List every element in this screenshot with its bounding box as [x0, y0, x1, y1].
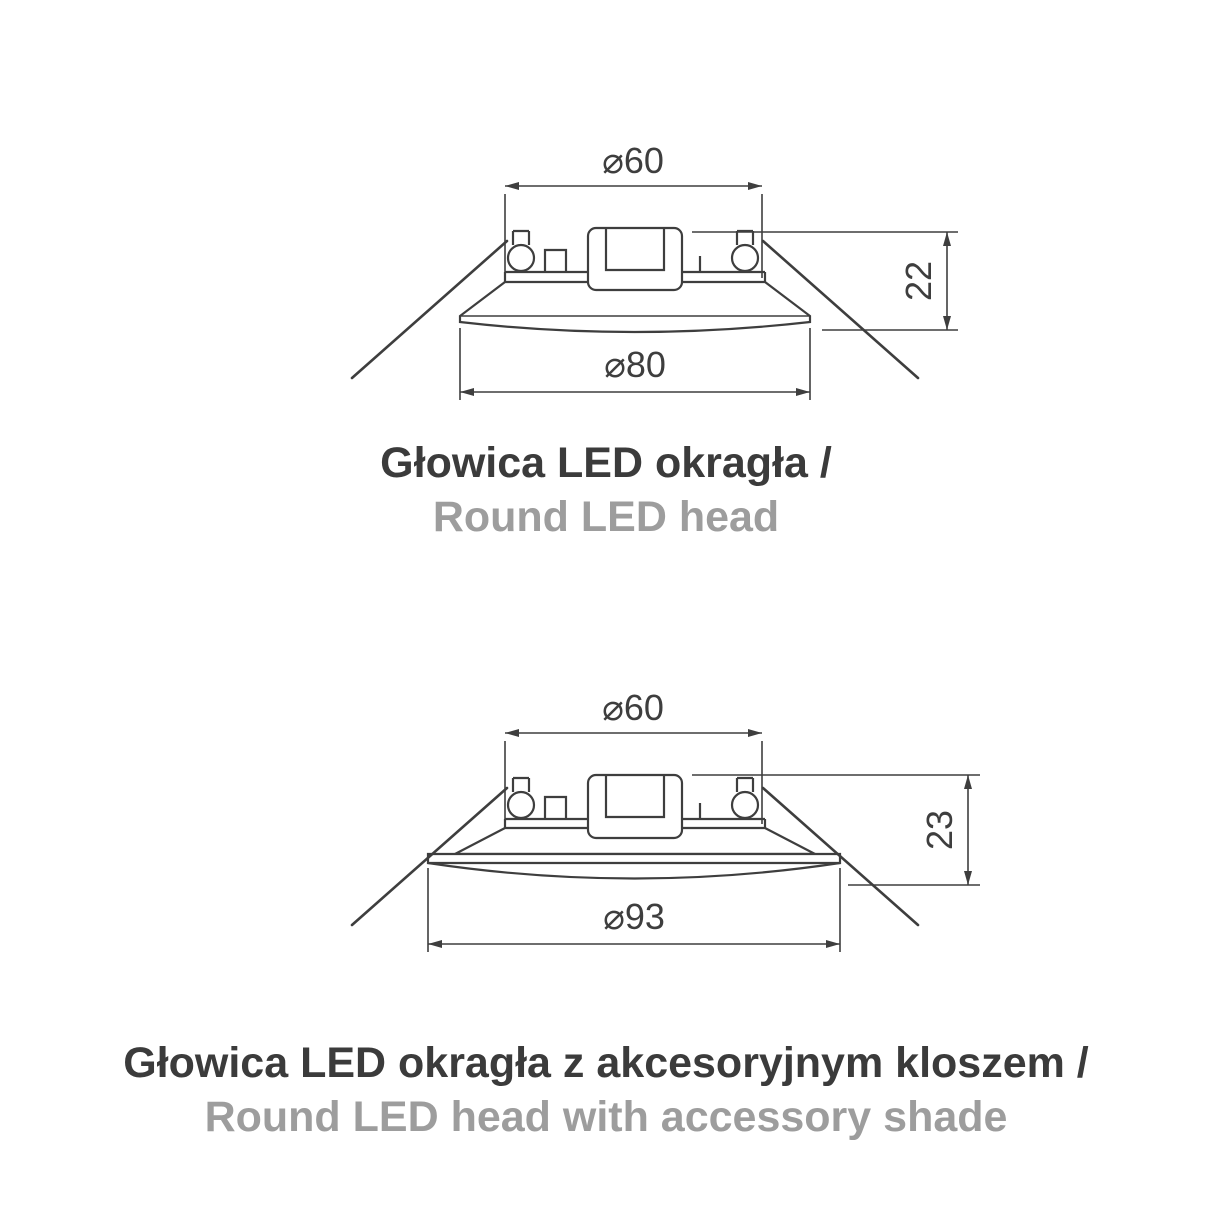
caption-english-1: Round LED head [433, 493, 779, 541]
dimension-top-diameter-1: ⌀60 [504, 140, 763, 278]
dimension-bottom-diameter-1: ⌀80 [459, 328, 811, 400]
led-head-drawing-2: ⌀60 23 [123, 687, 1089, 1141]
connector-block [586, 773, 684, 840]
connector-block [586, 226, 684, 292]
arrow-right-icon [748, 182, 762, 190]
spring-mount-right [730, 243, 760, 273]
dim-label-height: 23 [919, 810, 960, 850]
arrow-right-icon [796, 388, 810, 396]
spring-clips-1 [350, 239, 920, 380]
dimension-height-1: 22 [692, 231, 958, 331]
accessory-shade [426, 852, 842, 865]
spring-mount-left [506, 243, 536, 273]
arrow-left-icon [460, 388, 474, 396]
caption-english-2: Round LED head with accessory shade [205, 1093, 1008, 1141]
spring-mount-left [506, 790, 536, 820]
arrow-up-icon [964, 775, 972, 789]
dimension-bottom-diameter-2: ⌀93 [427, 868, 841, 952]
spring-mount-right [730, 790, 760, 820]
dim-label-top-diameter: ⌀60 [602, 687, 664, 728]
arrow-left-icon [428, 940, 442, 948]
led-head-drawing-1: ⌀60 22 [350, 140, 958, 541]
dim-label-bottom-diameter: ⌀93 [603, 896, 665, 937]
dim-label-top-diameter: ⌀60 [602, 140, 664, 181]
fixture-housing [458, 280, 812, 334]
arrow-left-icon [505, 182, 519, 190]
dim-label-bottom-diameter: ⌀80 [604, 344, 666, 385]
spring-clips-2 [350, 786, 920, 927]
dimension-height-2: 23 [692, 774, 980, 886]
arrow-down-icon [943, 316, 951, 330]
arrow-right-icon [826, 940, 840, 948]
dim-label-height: 22 [898, 261, 939, 301]
arrow-down-icon [964, 871, 972, 885]
shade-lens [427, 861, 841, 880]
fixture-body-1 [458, 226, 812, 334]
arrow-right-icon [748, 729, 762, 737]
caption-polish-2: Głowica LED okragła z akcesoryjnym klosz… [123, 1039, 1089, 1087]
dimension-top-diameter-2: ⌀60 [504, 687, 763, 824]
arrow-left-icon [505, 729, 519, 737]
arrow-up-icon [943, 232, 951, 246]
caption-polish-1: Głowica LED okragła / [380, 439, 832, 487]
fixture-body-2 [426, 773, 842, 880]
